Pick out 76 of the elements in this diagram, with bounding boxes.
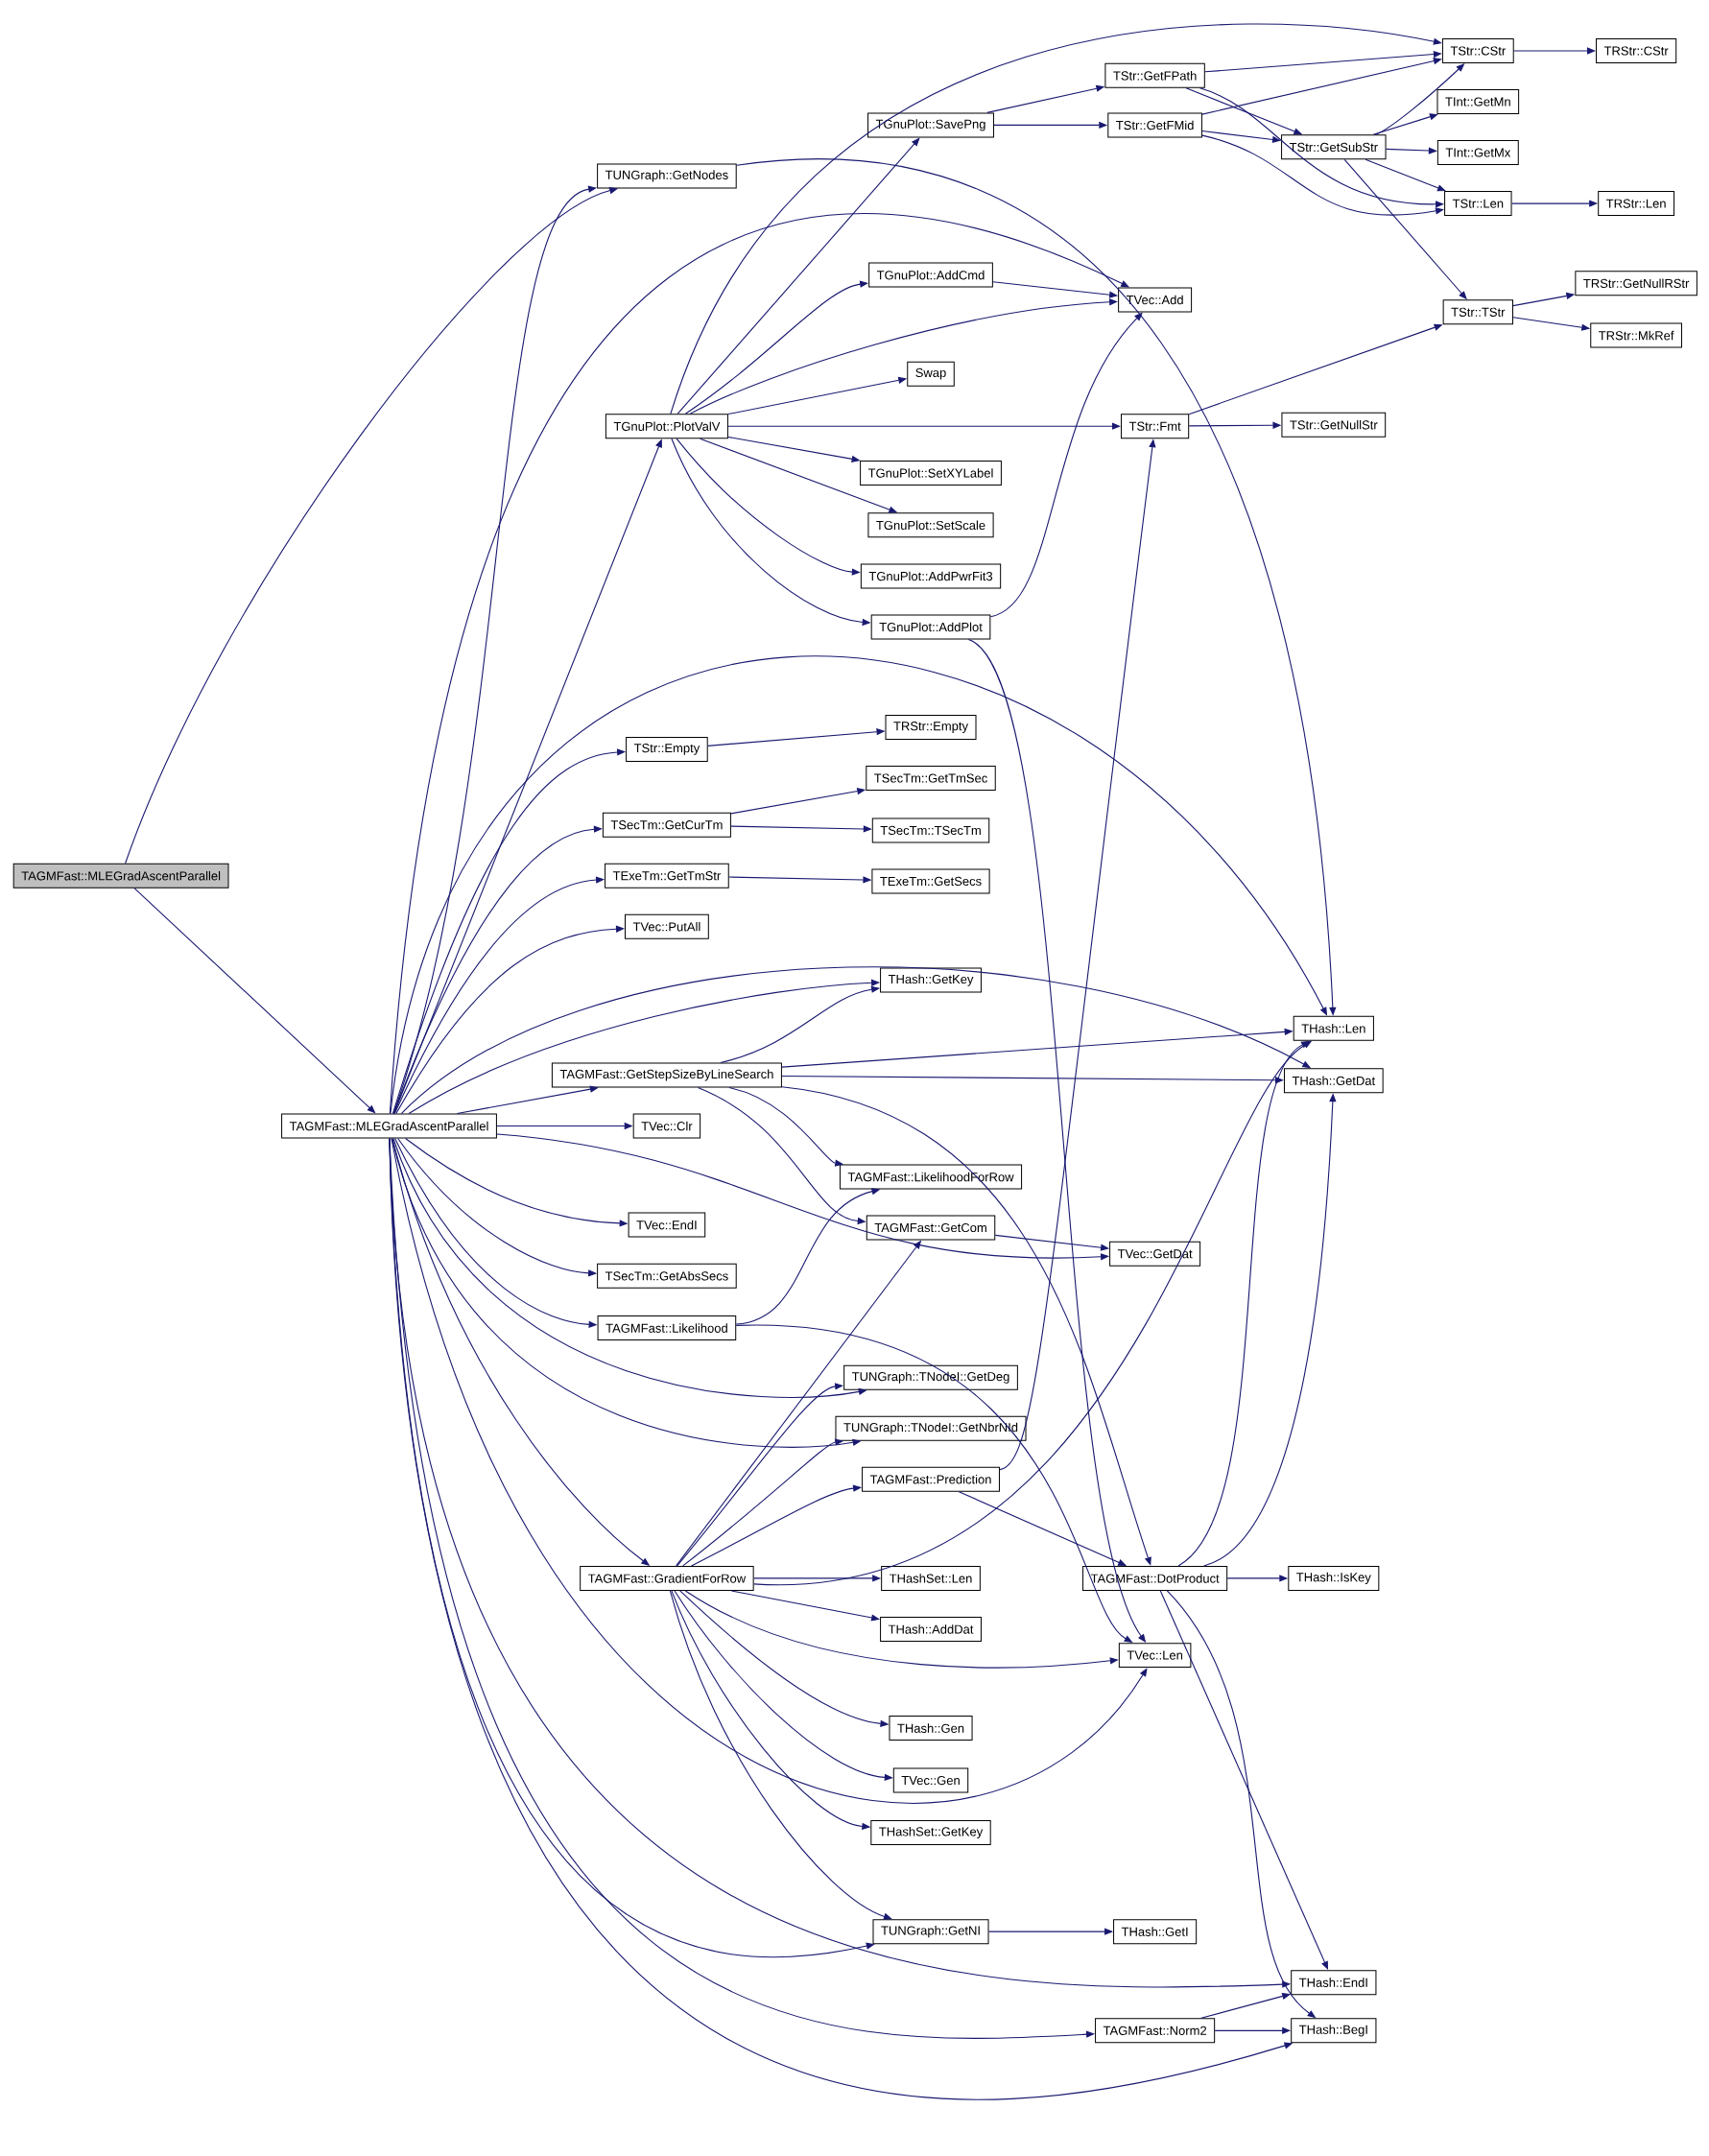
function-box: THash::IsKey bbox=[1288, 1565, 1380, 1591]
function-box: TStr::Empty bbox=[626, 736, 708, 762]
function-box: TStr::GetFMid bbox=[1107, 112, 1202, 138]
arrow bbox=[133, 888, 376, 1114]
arrow bbox=[730, 1590, 880, 1622]
function-box: TVec::Add bbox=[1118, 287, 1193, 313]
function-box: THashSet::GetKey bbox=[870, 1820, 991, 1846]
arrow bbox=[1372, 113, 1438, 135]
arrow bbox=[989, 312, 1143, 618]
function-box: TSecTm::GetCurTm bbox=[602, 812, 731, 838]
function-box: TGnuPlot::PlotValV bbox=[605, 414, 728, 439]
arrow bbox=[691, 1484, 862, 1567]
arrow bbox=[393, 876, 605, 1115]
function-box: TAGMFast::MLEGradAscentParallel bbox=[12, 863, 229, 888]
function-box: TAGMFast::GetCom bbox=[866, 1215, 996, 1241]
function-box: TSecTm::TSecTm bbox=[871, 817, 990, 843]
function-box: THash::BegI bbox=[1291, 2018, 1377, 2044]
function-box: TStr::CStr bbox=[1441, 38, 1514, 63]
function-box: THash::AddDat bbox=[880, 1616, 982, 1642]
function-box: THash::GetDat bbox=[1283, 1068, 1384, 1094]
function-box: TAGMFast::GradientForRow bbox=[580, 1565, 754, 1591]
function-box: TAGMFast::Prediction bbox=[862, 1466, 1000, 1492]
arrow bbox=[1513, 47, 1596, 55]
function-box: TStr::TStr bbox=[1442, 299, 1513, 325]
function-box: TVec::Clr bbox=[632, 1113, 701, 1139]
function-box: TRStr::GetNullRStr bbox=[1575, 271, 1697, 296]
function-box: TInt::GetMx bbox=[1436, 140, 1519, 165]
arrow bbox=[389, 1137, 1095, 2039]
function-box: TGnuPlot::AddPwrFit3 bbox=[860, 563, 1002, 589]
function-box: THash::GetI bbox=[1113, 1919, 1198, 1945]
function-box: TSecTm::GetTmSec bbox=[866, 766, 996, 791]
function-box: TRStr::Empty bbox=[885, 715, 977, 740]
function-box: TUNGraph::GetNodes bbox=[597, 163, 737, 189]
function-box: TInt::GetMn bbox=[1436, 89, 1520, 114]
arrow bbox=[1177, 1040, 1310, 1567]
function-box: TGnuPlot::AddCmd bbox=[868, 262, 993, 288]
function-box: TGnuPlot::SetScale bbox=[867, 512, 994, 538]
function-box: Swap bbox=[907, 361, 955, 387]
function-box: TRStr::CStr bbox=[1596, 38, 1677, 63]
function-box: TExeTm::GetSecs bbox=[871, 868, 990, 894]
function-box: TAGMFast::MLEGradAscentParallel bbox=[281, 1113, 497, 1139]
function-box: THash::GetKey bbox=[880, 967, 982, 993]
function-box: TAGMFast::Norm2 bbox=[1095, 2018, 1216, 2044]
arrow bbox=[669, 1590, 892, 1920]
arrow bbox=[408, 979, 880, 1115]
arrow bbox=[987, 1928, 1113, 1935]
function-box: TStr::Len bbox=[1444, 191, 1512, 217]
function-box: TVec::Gen bbox=[892, 1767, 969, 1793]
arrow bbox=[727, 422, 1121, 430]
function-box: TAGMFast::GetStepSizeByLineSearch bbox=[551, 1062, 782, 1088]
arrow bbox=[1365, 158, 1446, 192]
function-box: THash::Len bbox=[1293, 1015, 1374, 1041]
function-box: TGnuPlot::SetXYLabel bbox=[860, 460, 1002, 486]
function-box: TExeTm::GetTmStr bbox=[605, 863, 729, 888]
function-box: TAGMFast::Likelihood bbox=[597, 1315, 737, 1341]
arrow bbox=[395, 925, 625, 1115]
function-box: THash::Gen bbox=[889, 1716, 973, 1741]
function-box: TStr::GetNullStr bbox=[1281, 412, 1387, 438]
function-box: THashSet::Len bbox=[881, 1565, 981, 1591]
function-box: TSecTm::GetAbsSecs bbox=[597, 1263, 737, 1289]
function-box: TGnuPlot::SavePng bbox=[867, 112, 994, 138]
function-box: TGnuPlot::AddPlot bbox=[870, 614, 991, 640]
function-box: TStr::GetFPath bbox=[1104, 62, 1205, 88]
function-box: TAGMFast::DotProduct bbox=[1082, 1565, 1228, 1591]
function-box: TVec::Len bbox=[1118, 1643, 1192, 1669]
arrow bbox=[720, 985, 880, 1064]
function-box: THash::EndI bbox=[1291, 1970, 1377, 1996]
function-box: TUNGraph::GetNI bbox=[872, 1919, 989, 1945]
arrow bbox=[391, 1137, 1148, 1804]
function-box: TRStr::MkRef bbox=[1590, 322, 1682, 348]
function-box: TStr::Fmt bbox=[1121, 414, 1190, 439]
function-box: TRStr::Len bbox=[1598, 191, 1675, 217]
function-box: TStr::GetSubStr bbox=[1281, 134, 1387, 160]
function-box: TVec::EndI bbox=[628, 1212, 706, 1238]
arrow bbox=[781, 1086, 1151, 1566]
function-box: TVec::PutAll bbox=[625, 913, 709, 939]
